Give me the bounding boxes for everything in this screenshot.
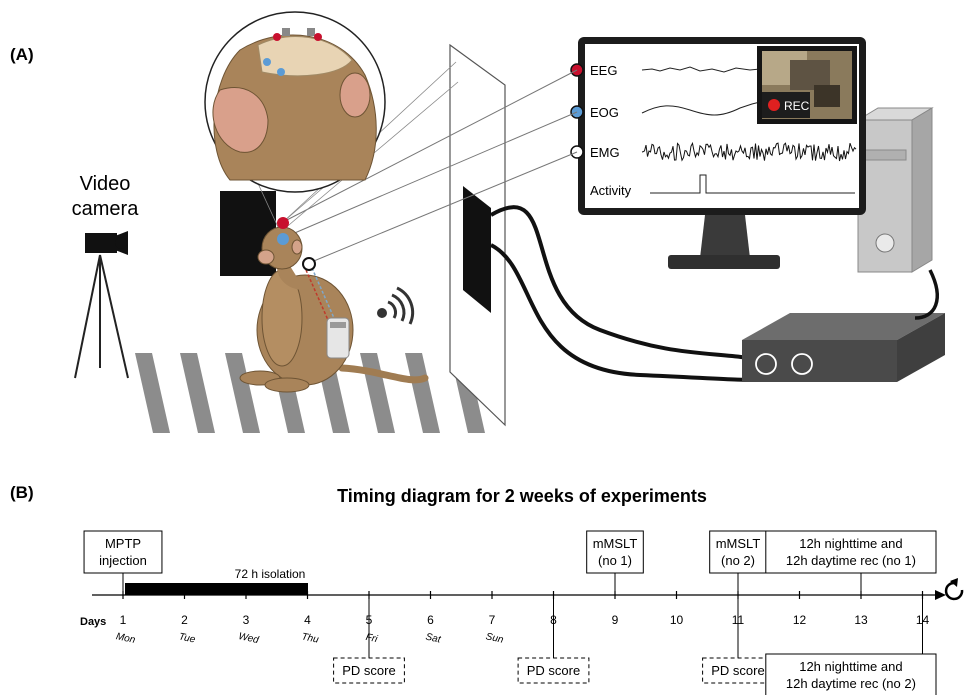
eeg-trace (641, 66, 761, 73)
camera-label-line1: Video (80, 173, 131, 195)
event-box (765, 653, 937, 697)
event-box (702, 657, 774, 684)
weekday-labels: Mon Tue Wed Thu Fri Sat Sun (115, 631, 505, 646)
record-icon (768, 99, 780, 111)
event-text: 12h nighttime and (799, 536, 902, 551)
timeline-arrowhead (935, 590, 946, 600)
event-text: injection (99, 553, 147, 568)
events-above: MPTP injection mMSLT (no 1) mMSLT (no 2) 12h n… (83, 530, 937, 595)
wireless-icon (377, 286, 415, 325)
eeg-connector (282, 69, 578, 223)
computer-tower-icon (856, 107, 934, 273)
weekday-fri: Fri (365, 632, 379, 645)
event-text: MPTP (105, 536, 141, 551)
rec-label: REC (784, 99, 810, 113)
event-text: (no 1) (598, 553, 632, 568)
weekday-thu: Thu (300, 631, 320, 645)
head-zoom-inset (204, 11, 386, 193)
day-label-10: 10 (670, 613, 684, 627)
panel-a-label: (A) (10, 45, 34, 64)
eog-trace (641, 101, 761, 116)
day-label-2: 2 (181, 613, 188, 627)
day-label-4: 4 (304, 613, 311, 627)
cable-1 (489, 205, 771, 364)
day-label-7: 7 (489, 613, 496, 627)
weekday-sun: Sun (485, 631, 505, 646)
video-preview: REC (757, 46, 857, 124)
event-box (765, 530, 937, 574)
day-label-1: 1 (120, 613, 127, 627)
event-text: 12h nighttime and (799, 659, 902, 674)
signal-label-eeg: EEG (590, 63, 617, 78)
events-below: PD score PD score PD score 12h nighttime an… (333, 595, 937, 697)
event-box (83, 530, 163, 574)
timing-title: Timing diagram for 2 weeks of experiment… (337, 486, 707, 506)
day-label-6: 6 (427, 613, 434, 627)
day-label-9: 9 (612, 613, 619, 627)
panel-b-label: (B) (10, 483, 34, 502)
event-text: 12h daytime rec (no 1) (786, 553, 916, 568)
day-label-13: 13 (854, 613, 868, 627)
weekday-wed: Wed (237, 631, 260, 646)
weekday-tue: Tue (178, 631, 197, 645)
signal-label-activity: Activity (590, 183, 632, 198)
camera-label-line2: camera (72, 198, 140, 220)
emg-trace (641, 141, 857, 162)
eog-connector (282, 111, 578, 239)
event-box (586, 530, 644, 574)
eeg-electrode (277, 217, 289, 229)
event-text: 12h daytime rec (no 2) (786, 676, 916, 691)
event-text: PD score (342, 663, 395, 678)
emg-connector (308, 151, 578, 264)
signal-label-emg: EMG (590, 145, 620, 160)
emg-electrode (302, 257, 316, 271)
event-box (517, 657, 590, 684)
event-box (709, 530, 767, 574)
video-camera-icon (74, 231, 129, 379)
pc-cable (914, 269, 939, 320)
base-station (742, 313, 945, 382)
monkey-illustration (239, 226, 429, 393)
event-text: mMSLT (716, 536, 761, 551)
receiver-antenna (463, 186, 491, 313)
isolation-label: 72 h isolation (235, 567, 306, 581)
repeat-arrow-icon (950, 578, 958, 587)
day-label-3: 3 (243, 613, 250, 627)
repeat-icon (944, 581, 964, 601)
weekday-mon: Mon (115, 631, 137, 646)
isolation-bar (125, 583, 308, 595)
eog-electrode (277, 233, 289, 245)
day-label-12: 12 (793, 613, 807, 627)
event-text: PD score (527, 663, 580, 678)
day-ticks: 1234567891011121314 (120, 591, 929, 627)
activity-trace (650, 174, 855, 194)
days-axis-label: Days (80, 616, 106, 628)
signal-label-eog: EOG (590, 105, 619, 120)
event-text: mMSLT (593, 536, 638, 551)
event-text: PD score (711, 663, 764, 678)
event-text: (no 2) (721, 553, 755, 568)
event-box (333, 657, 405, 684)
weekday-sat: Sat (425, 632, 443, 646)
